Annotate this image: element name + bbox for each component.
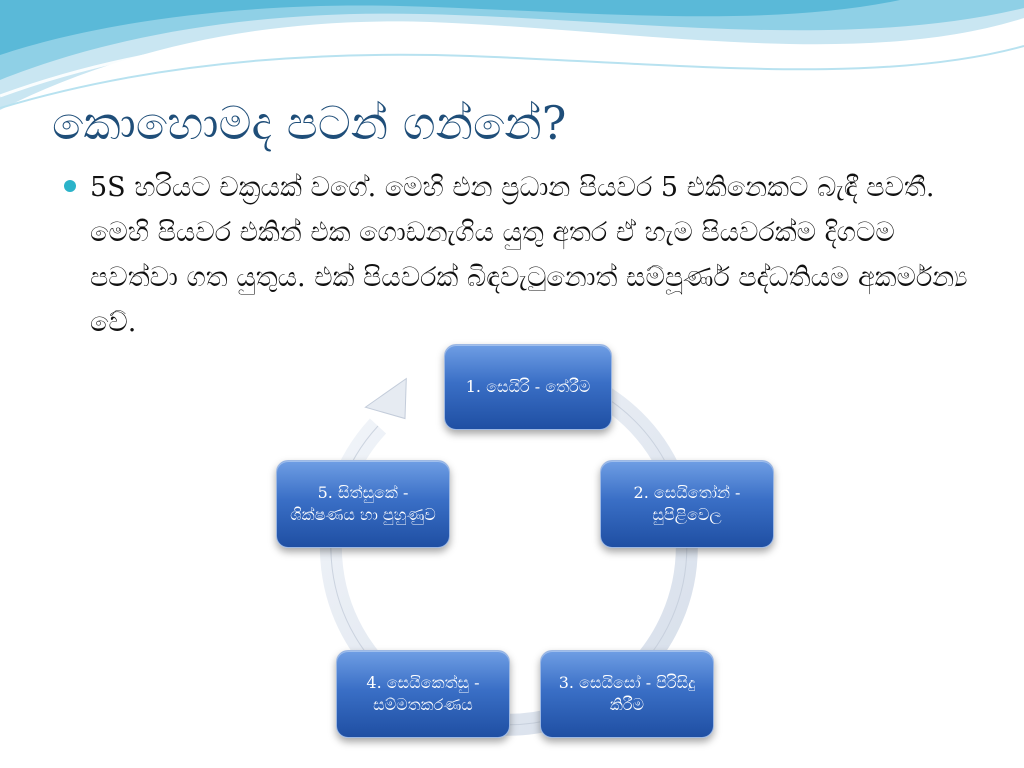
slide-title: කොහොමද පටන් ගන්නේ? — [52, 96, 567, 150]
cycle-step-4: 4. සෙයිකෙත්සු - සම්මතකරණය — [336, 650, 510, 738]
cycle-step-5-label: 5. සිත්සුකේ - ශික්ෂණය හා පුහුණුව — [290, 483, 436, 524]
cycle-step-4-label: 4. සෙයිකෙත්සු - සම්මතකරණය — [366, 673, 480, 714]
bullet-text: 5S හරියට චක්‍රයක් වගේ. මෙහි එන ප්‍රධාන ප… — [90, 172, 968, 338]
cycle-arrowhead — [364, 377, 407, 420]
bullet-icon — [64, 180, 76, 192]
cycle-step-2-label: 2. සෙයිතෝන් - සුපිළිවෙල — [633, 483, 741, 524]
cycle-diagram: 1. සෙයිරි - තේරීම 2. සෙයිතෝන් - සුපිළිවෙ… — [270, 338, 790, 758]
cycle-step-1-label: 1. සෙයිරි - තේරීම — [465, 377, 591, 396]
cycle-step-3: 3. සෙයිසෝ - පිරිසිදු කිරීම — [540, 650, 714, 738]
cycle-step-3-label: 3. සෙයිසෝ - පිරිසිදු කිරීම — [558, 673, 696, 714]
cycle-step-2: 2. සෙයිතෝන් - සුපිළිවෙල — [600, 460, 774, 548]
header-wave-decoration — [0, 0, 1024, 110]
cycle-step-5: 5. සිත්සුකේ - ශික්ෂණය හා පුහුණුව — [276, 460, 450, 548]
cycle-step-1: 1. සෙයිරි - තේරීම — [444, 344, 612, 430]
